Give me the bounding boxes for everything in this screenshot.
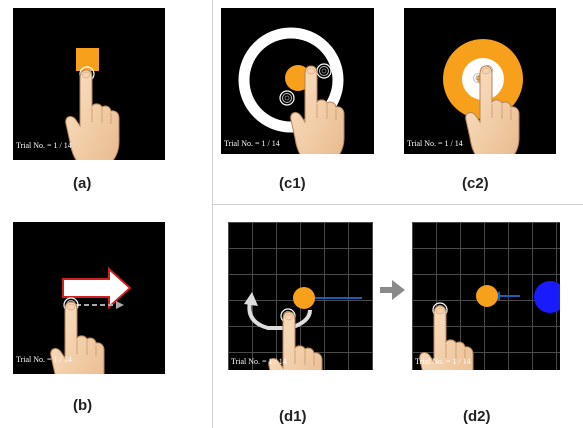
orange-ball	[293, 287, 315, 309]
panel-c2: Trial No. = 1 / 14	[404, 8, 556, 154]
panel-d1: Trial No. = 1 / 14	[228, 222, 373, 370]
panel-a: Trial No. = 1 / 14	[13, 8, 165, 160]
trial-label-c1: Trial No. = 1 / 14	[224, 139, 280, 148]
blue-ball	[534, 281, 560, 313]
touch-ripple-icon	[316, 63, 332, 79]
vertical-divider	[212, 0, 213, 428]
panel-c1: Trial No. = 1 / 14	[221, 8, 374, 154]
orange-ball	[476, 285, 498, 307]
panel-d2: Trial No. = 1 / 14	[412, 222, 560, 370]
panel-c1-graphics	[238, 27, 345, 154]
white-ring-outer	[238, 27, 344, 133]
caption-b: (b)	[73, 397, 93, 414]
panel-a-graphics	[65, 48, 120, 160]
rotation-gesture-arc	[247, 301, 312, 330]
panel-c2-graphics	[443, 39, 523, 154]
panel-d1-graphics	[244, 287, 362, 370]
panel-d2-graphics	[419, 281, 560, 370]
right-arrow-icon	[62, 266, 132, 310]
touch-ripple-icon	[279, 90, 295, 106]
trial-label-c2: Trial No. = 1 / 14	[407, 139, 463, 148]
trial-label-d2: Trial No. = 1 / 14	[415, 357, 471, 366]
panel-b-graphics	[50, 266, 132, 374]
caption-a: (a)	[73, 175, 92, 192]
trial-label-a: Trial No. = 1 / 14	[16, 141, 72, 150]
transition-arrow-icon	[380, 280, 405, 300]
trial-label-b: Trial No. = 1 / 14	[16, 355, 72, 364]
hand-pointer-icon	[65, 69, 120, 160]
horizontal-divider	[212, 204, 583, 205]
caption-c1: (c1)	[279, 175, 306, 192]
caption-d2: (d2)	[463, 408, 491, 425]
caption-c2: (c2)	[462, 175, 489, 192]
trial-label-d1: Trial No. = 1 / 14	[231, 357, 287, 366]
caption-d1: (d1)	[279, 408, 307, 425]
orange-square-target	[76, 48, 99, 71]
panel-b: Trial No. = 1 / 14	[13, 222, 165, 374]
